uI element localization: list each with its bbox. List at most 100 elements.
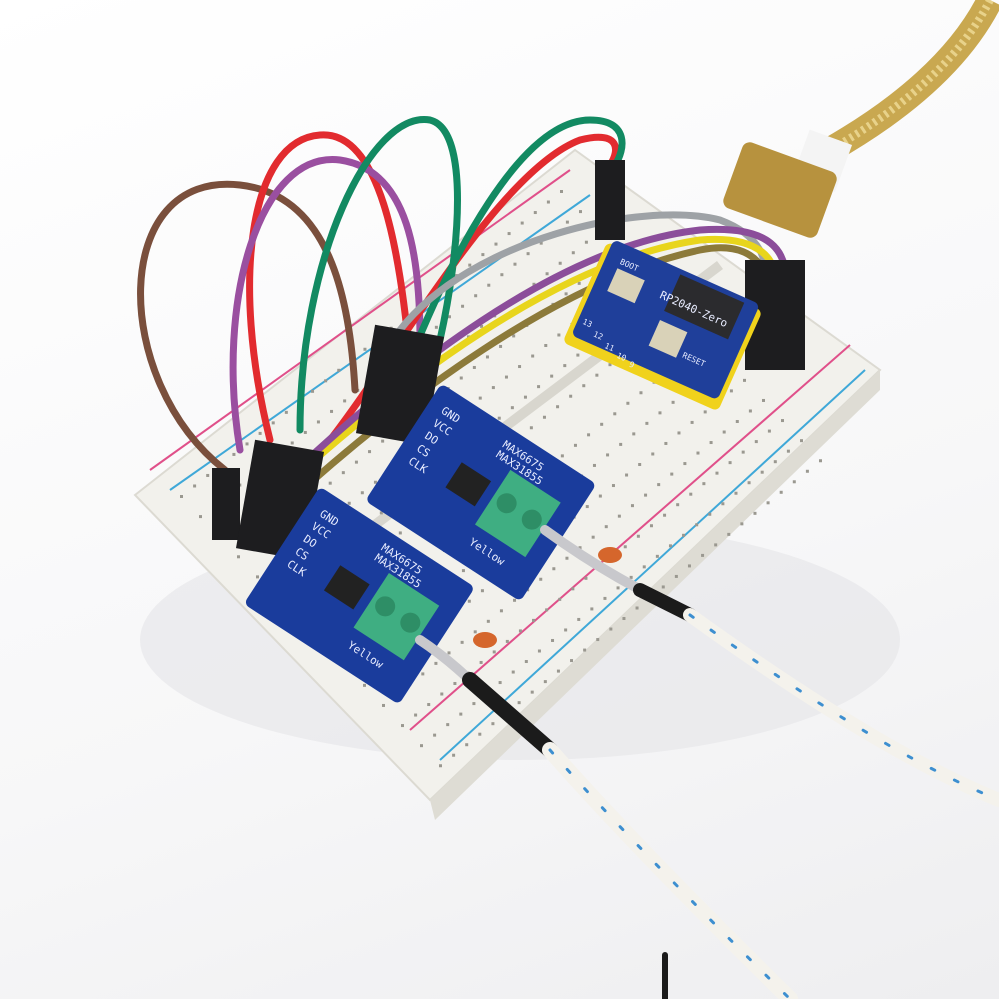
breadboard-hole: [644, 493, 648, 497]
breadboard-hole: [557, 333, 561, 337]
breadboard-hole: [565, 556, 569, 560]
breadboard-hole: [420, 744, 423, 748]
breadboard-hole: [347, 501, 351, 505]
breadboard-hole: [499, 609, 503, 613]
pin-cs: CS: [293, 545, 311, 563]
breadboard-hole: [543, 680, 547, 684]
breadboard-hole: [498, 681, 502, 685]
breadboard-hole: [609, 627, 613, 631]
pin-9: 9: [628, 360, 636, 370]
thermocouple-probes: [415, 525, 999, 999]
breadboard-hole: [591, 535, 595, 539]
breadboard-hole: [630, 504, 634, 508]
breadboard-hole: [507, 232, 511, 236]
breadboard-hole: [459, 712, 463, 716]
pin-11: 11: [603, 341, 616, 353]
breadboard-hole: [623, 545, 627, 549]
breadboard-hole: [537, 649, 541, 653]
breadboard-hole: [523, 395, 527, 399]
breadboard-hole: [343, 399, 347, 403]
breadboard-hole: [381, 439, 385, 443]
breadboard-hole: [721, 502, 725, 506]
breadboard-hole: [486, 619, 490, 623]
breadboard-hole: [740, 522, 744, 526]
breadboard-hole: [467, 599, 471, 603]
breadboard-hole: [714, 543, 718, 547]
breadboard-hole: [715, 471, 719, 475]
breadboard-hole: [677, 431, 681, 435]
breadboard-hole: [245, 442, 249, 446]
breadboard-hole: [478, 732, 482, 736]
breadboard-hole: [676, 503, 680, 507]
breadboard-hole: [636, 534, 640, 538]
breadboard-hole: [760, 470, 764, 474]
breadboard-hole: [518, 365, 522, 369]
breadboard-hole: [447, 651, 451, 655]
breadboard-hole: [544, 344, 548, 348]
breadboard-hole: [598, 494, 602, 498]
pin-do: DO: [422, 429, 440, 447]
breadboard-hole: [539, 241, 543, 245]
breadboard-hole: [668, 544, 672, 548]
usb-cable: [823, 0, 999, 162]
breadboard-hole: [819, 459, 822, 463]
pin-do: DO: [301, 532, 319, 550]
breadboard-hole: [552, 567, 556, 571]
breadboard-hole: [626, 401, 630, 405]
breadboard-hole: [689, 492, 693, 496]
breadboard-hole: [604, 525, 608, 529]
breadboard-hole: [805, 469, 809, 473]
breadboard-hole: [779, 490, 783, 494]
breadboard-hole: [453, 681, 457, 685]
breadboard-hole: [649, 524, 653, 528]
rp2040-zero-board: RP2040-Zero BOOT RESET 13 12 11 10 9: [564, 241, 761, 410]
breadboard-hole: [401, 724, 404, 728]
breadboard-hole: [735, 419, 739, 423]
pin-cs: CS: [414, 442, 432, 460]
breadboard-hole: [595, 373, 599, 377]
breadboard-hole: [452, 753, 456, 757]
usb-cable-braid: [828, 0, 994, 154]
breadboard-hole: [517, 701, 521, 705]
breadboard-hole: [576, 353, 580, 357]
breadboard-hole: [577, 281, 581, 285]
breadboard-hole: [687, 564, 691, 568]
breadboard-hole: [651, 452, 655, 456]
breadboard-hole: [584, 240, 588, 244]
capacitor: [598, 547, 622, 563]
breadboard-hole: [556, 405, 560, 409]
breadboard-hole: [474, 294, 478, 298]
breadboard-hole: [767, 429, 771, 433]
breadboard-hole: [446, 723, 450, 727]
usb-plug: [723, 142, 837, 238]
breadboard-hole: [690, 420, 694, 424]
breadboard-hole: [542, 415, 546, 419]
rail-red: [149, 169, 571, 471]
breadboard-hole: [461, 304, 465, 308]
breadboard-hole: [577, 617, 581, 621]
breadboard-hole: [773, 460, 777, 464]
breadboard-hole: [341, 471, 345, 475]
breadboard-hole: [683, 462, 687, 466]
breadboard-hole: [674, 574, 678, 578]
breadboard-hole: [529, 426, 533, 430]
breadboard-hole: [592, 463, 596, 467]
breadboard-hole: [328, 481, 332, 485]
breadboard-hole: [491, 386, 495, 390]
breadboard-hole: [695, 523, 699, 527]
breadboard-hole: [461, 569, 465, 573]
breadboard-hole: [491, 722, 495, 726]
breadboard-hole: [480, 324, 484, 328]
breadboard-hole: [556, 669, 560, 673]
breadboard-hole: [447, 315, 451, 319]
breadboard-hole: [480, 589, 484, 593]
breadboard-hole: [485, 355, 489, 359]
rail-blue: [439, 369, 866, 761]
breadboard-hole: [505, 639, 509, 643]
breadboard-hole: [494, 242, 498, 246]
breadboard-hole: [533, 211, 537, 215]
breadboard-hole: [781, 419, 784, 423]
breadboard-hole: [682, 533, 686, 537]
breadboard-hole: [786, 449, 790, 453]
